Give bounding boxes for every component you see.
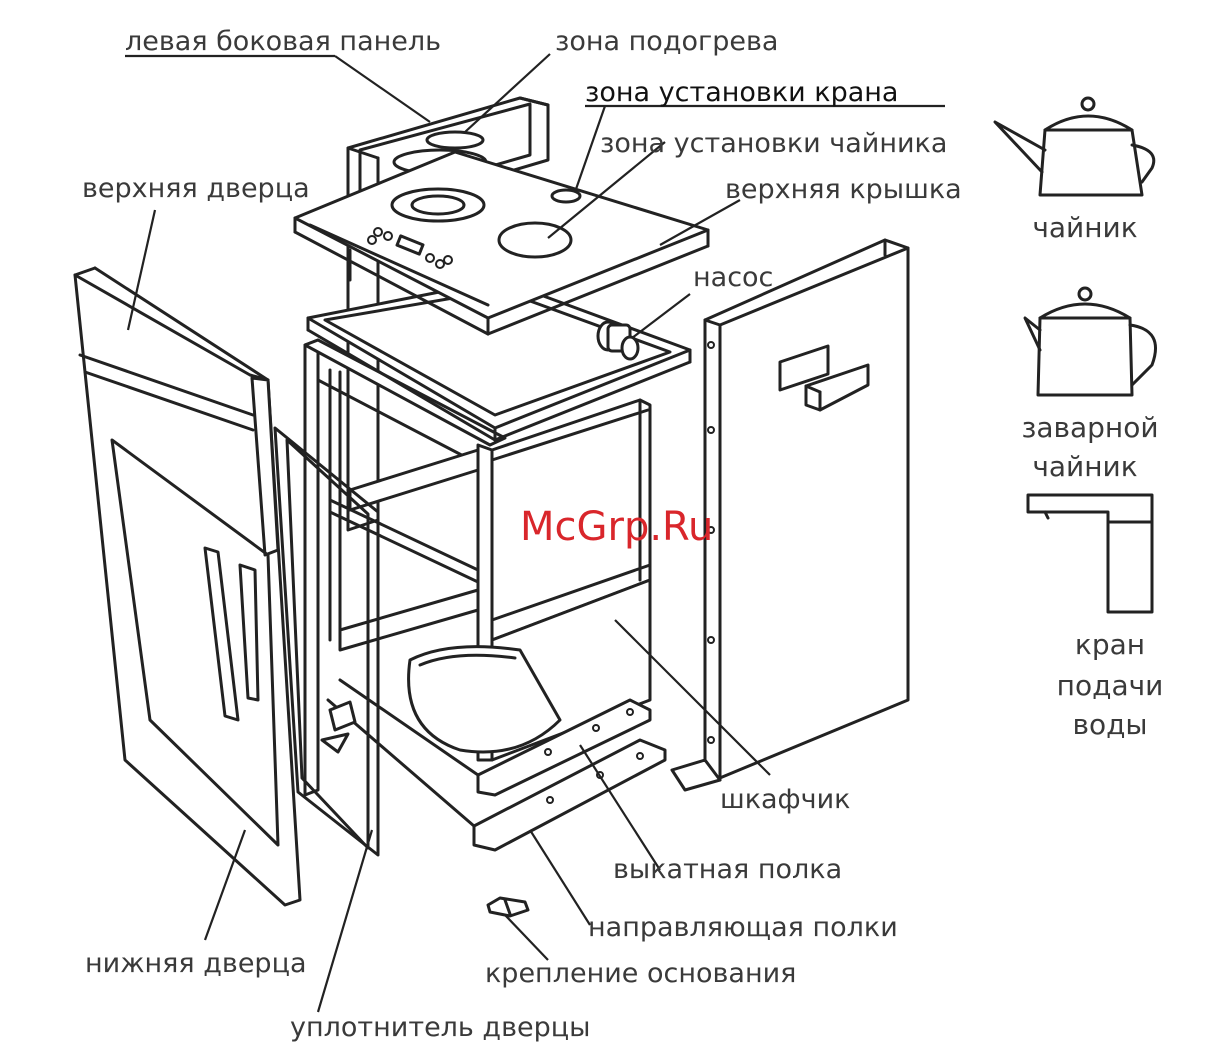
base-mount-icon [488, 898, 528, 916]
label-cabinet: шкафчик [720, 784, 850, 815]
kettle-icon [995, 98, 1154, 195]
teapot-icon [1025, 288, 1156, 395]
label-top-door: верхняя дверца [82, 173, 310, 204]
label-kettle: чайник [1032, 211, 1137, 244]
label-door-seal: уплотнитель дверцы [290, 1012, 590, 1043]
label-base-mount: крепление основания [485, 958, 796, 989]
label-faucet-line2: подачи [1057, 669, 1164, 702]
label-left-side-panel: левая боковая панель [125, 26, 441, 57]
label-shelf-rail: направляющая полки [588, 912, 898, 943]
front-door-assembly [75, 268, 300, 905]
label-kettle-zone: зона установки чайника [600, 128, 947, 159]
faucet-icon [1028, 495, 1152, 612]
side-item-labels: чайник заварной чайник кран подачи воды [1021, 211, 1163, 741]
label-faucet-line3: воды [1072, 708, 1147, 741]
label-drawer: выкатная полка [613, 854, 842, 885]
label-faucet-zone: зона установки крана [585, 77, 898, 108]
label-heating-zone: зона подогрева [555, 26, 778, 57]
label-faucet-line1: кран [1075, 628, 1145, 661]
label-teapot-line1: заварной [1021, 411, 1158, 444]
label-teapot-line2: чайник [1032, 450, 1137, 483]
label-bottom-door: нижняя дверца [85, 948, 307, 979]
label-pump: насос [693, 262, 773, 293]
watermark-text: McGrp.Ru [520, 504, 713, 550]
label-top-cover: верхняя крышка [725, 174, 962, 205]
